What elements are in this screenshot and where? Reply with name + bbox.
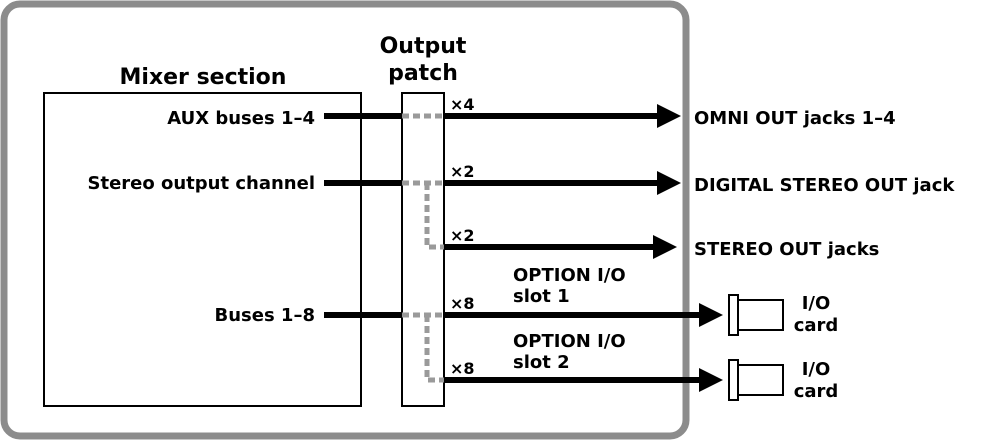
output-label-stereo-out: STEREO OUT jacks	[694, 239, 879, 260]
io-card-1-icon	[728, 294, 784, 336]
output-label-digital-stereo-out: DIGITAL STEREO OUT jack	[694, 175, 955, 196]
io-card-1-label-line2: card	[794, 315, 839, 336]
output-patch-title-line1: Output	[380, 34, 467, 59]
io-card-2-icon	[728, 359, 784, 401]
mixer-section-title: Mixer section	[120, 65, 287, 90]
output-patch-title-line2: patch	[388, 61, 458, 86]
multiplier-slot-2: ×8	[450, 359, 475, 378]
option-slot-2-line2: slot 2	[513, 352, 570, 373]
option-slot-2-line1: OPTION I/O	[513, 331, 626, 352]
input-label-buses: Buses 1–8	[215, 305, 316, 326]
option-slot-1-line2: slot 1	[513, 286, 570, 307]
mixer-section-box	[43, 92, 362, 407]
multiplier-slot-1: ×8	[450, 294, 475, 313]
io-card-1-label-line1: I/O	[802, 293, 831, 314]
io-card-2-label-line1: I/O	[802, 359, 831, 380]
option-slot-1-line1: OPTION I/O	[513, 265, 626, 286]
multiplier-digital: ×2	[450, 162, 475, 181]
output-label-omni-out: OMNI OUT jacks 1–4	[694, 108, 896, 129]
io-card-2-label-line2: card	[794, 381, 839, 402]
multiplier-stereo-out: ×2	[450, 226, 475, 245]
input-label-aux-buses: AUX buses 1–4	[167, 108, 315, 129]
output-patch-box	[401, 92, 445, 407]
multiplier-omni: ×4	[450, 95, 475, 114]
input-label-stereo-output-channel: Stereo output channel	[88, 173, 316, 194]
